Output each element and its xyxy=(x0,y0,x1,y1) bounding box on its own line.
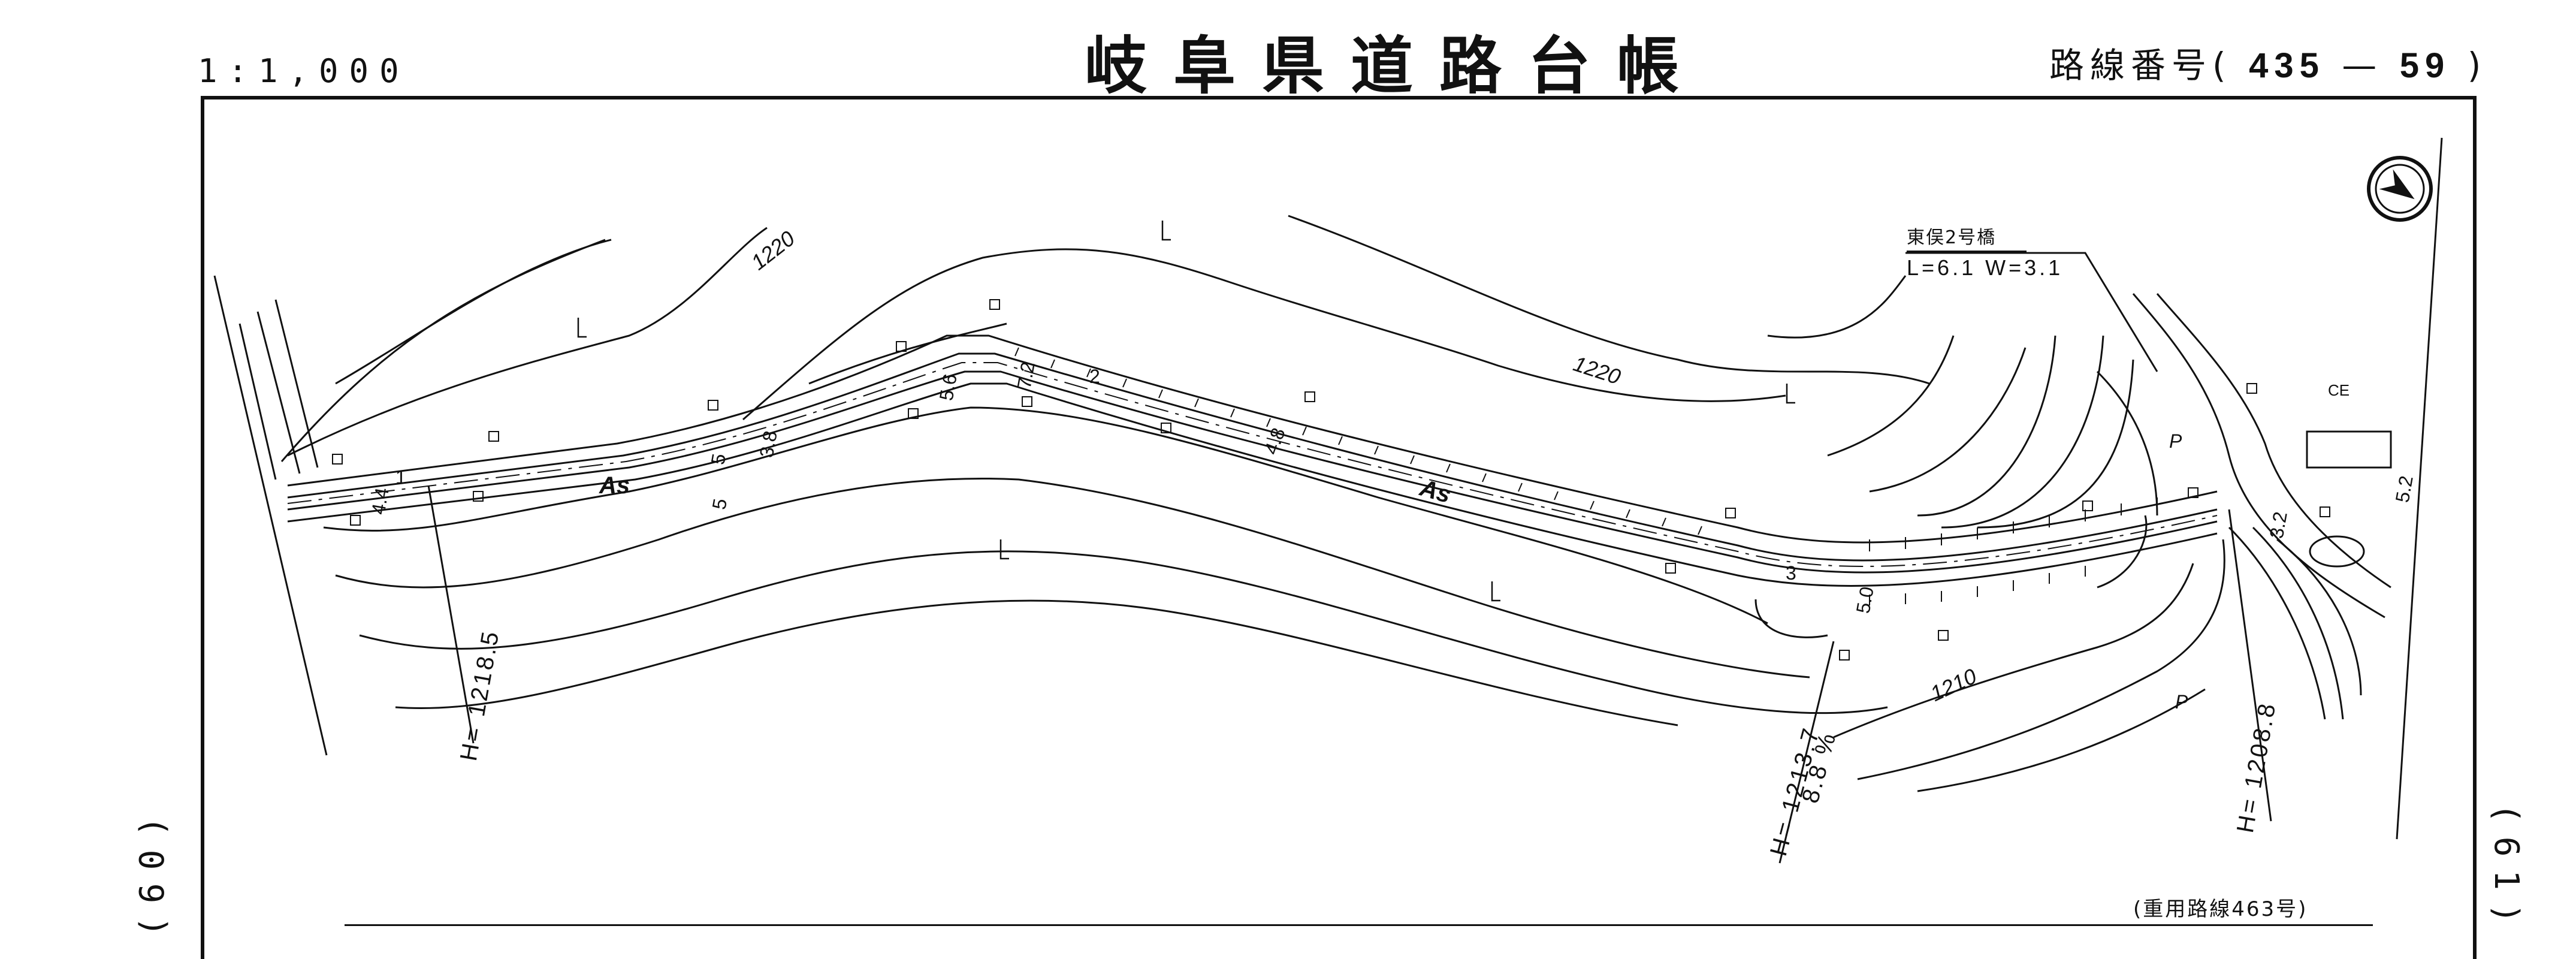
surface-label-a: As xyxy=(599,472,630,499)
route-sheet-value: 59 xyxy=(2399,46,2451,85)
bridge-dimensions: L=6.1 W=3.1 xyxy=(1907,255,2064,280)
grass-symbol-icon xyxy=(577,221,1795,602)
map-scale: 1:1,000 xyxy=(198,52,410,90)
width-44: 4.4 xyxy=(367,485,393,517)
contour-upper-4 xyxy=(808,322,1007,385)
bridge-leader xyxy=(1905,252,2158,372)
contour-1220 xyxy=(1288,215,1930,385)
width-50: 5.0 xyxy=(1852,584,1878,616)
station-1: 1 xyxy=(395,466,406,488)
contour-lower-2 xyxy=(335,478,1810,678)
height-line-b xyxy=(1778,641,1835,864)
width-56: 5.6 xyxy=(935,372,961,403)
height-line-a xyxy=(427,485,475,744)
contour-lower-7 xyxy=(1917,688,2206,792)
road-edge-top xyxy=(287,334,2218,544)
width-72: 7.2 xyxy=(1013,360,1039,391)
contour-upper-9 xyxy=(1941,335,2104,529)
contour-upper-7 xyxy=(1869,347,2027,493)
road-edge-upper xyxy=(287,352,2218,562)
route-suffix: ) xyxy=(2467,45,2487,86)
width-52: 5.2 xyxy=(2391,474,2417,505)
height-line-c xyxy=(2228,509,2272,822)
contour-upper-8 xyxy=(1917,335,2056,517)
contour-lower-1 xyxy=(323,406,1768,625)
boundary-right xyxy=(2396,137,2443,840)
ce-mark: CE xyxy=(2328,381,2350,399)
parking-label-a: P xyxy=(2169,430,2182,452)
contour-upper-6 xyxy=(1827,335,1955,457)
parking-label-b: P xyxy=(2175,691,2188,713)
road-centerline xyxy=(287,362,2218,567)
route-dash: — xyxy=(2342,45,2383,86)
boundary-left xyxy=(213,275,328,756)
shared-route-label: (重用路線463号) xyxy=(2133,897,2308,921)
page-title: 岐阜県道路台帳 xyxy=(1085,29,1706,102)
bridge-label: 東俣2号橋 L=6.1 W=3.1 xyxy=(1907,229,2063,279)
contour-upper-2 xyxy=(335,239,612,385)
contour-upper-10 xyxy=(1977,359,2134,529)
contour-upper-1 xyxy=(287,227,768,457)
route-number: 路線番号( 435 — 59 ) xyxy=(2049,48,2487,83)
contour-1210 xyxy=(1833,563,2194,738)
utility-box-icon xyxy=(332,299,2330,661)
north-arrow-icon xyxy=(2367,156,2433,222)
slope-ticks xyxy=(1014,347,2158,605)
contour-lower-9 xyxy=(2228,526,2326,720)
contour-upper-5 xyxy=(1767,275,1907,339)
right-page-number: (61) xyxy=(2487,803,2526,937)
river-rock xyxy=(2309,535,2365,568)
station-3: 3 xyxy=(1786,562,1796,584)
road-edge-lower xyxy=(287,370,2218,574)
route-prefix: 路線番号( xyxy=(2049,45,2232,86)
route-number-value: 435 xyxy=(2249,46,2325,85)
contour-lower-10 xyxy=(2252,526,2344,720)
river-bank-2 xyxy=(2156,293,2391,589)
bridge-name: 東俣2号橋 xyxy=(1907,229,2027,252)
width-38: 3.8 xyxy=(755,429,781,460)
contour-lower-8 xyxy=(2097,515,2148,589)
bridge-structure xyxy=(2306,430,2392,469)
station-2: 2 xyxy=(1089,366,1100,387)
bottom-rule xyxy=(345,924,2373,926)
river-bank-1 xyxy=(2132,293,2385,619)
contour-upper-11 xyxy=(2096,370,2158,516)
contour-upper-3 xyxy=(742,248,1786,421)
width-32: 3.2 xyxy=(2265,509,2291,541)
contour-lower-3 xyxy=(359,550,1888,714)
contour-lower-4 xyxy=(395,599,1678,726)
contour-lower-6 xyxy=(1857,539,2225,780)
map-frame xyxy=(201,96,2477,959)
road-edge-bottom xyxy=(287,382,2218,587)
contour-lower-5 xyxy=(1754,599,1828,638)
